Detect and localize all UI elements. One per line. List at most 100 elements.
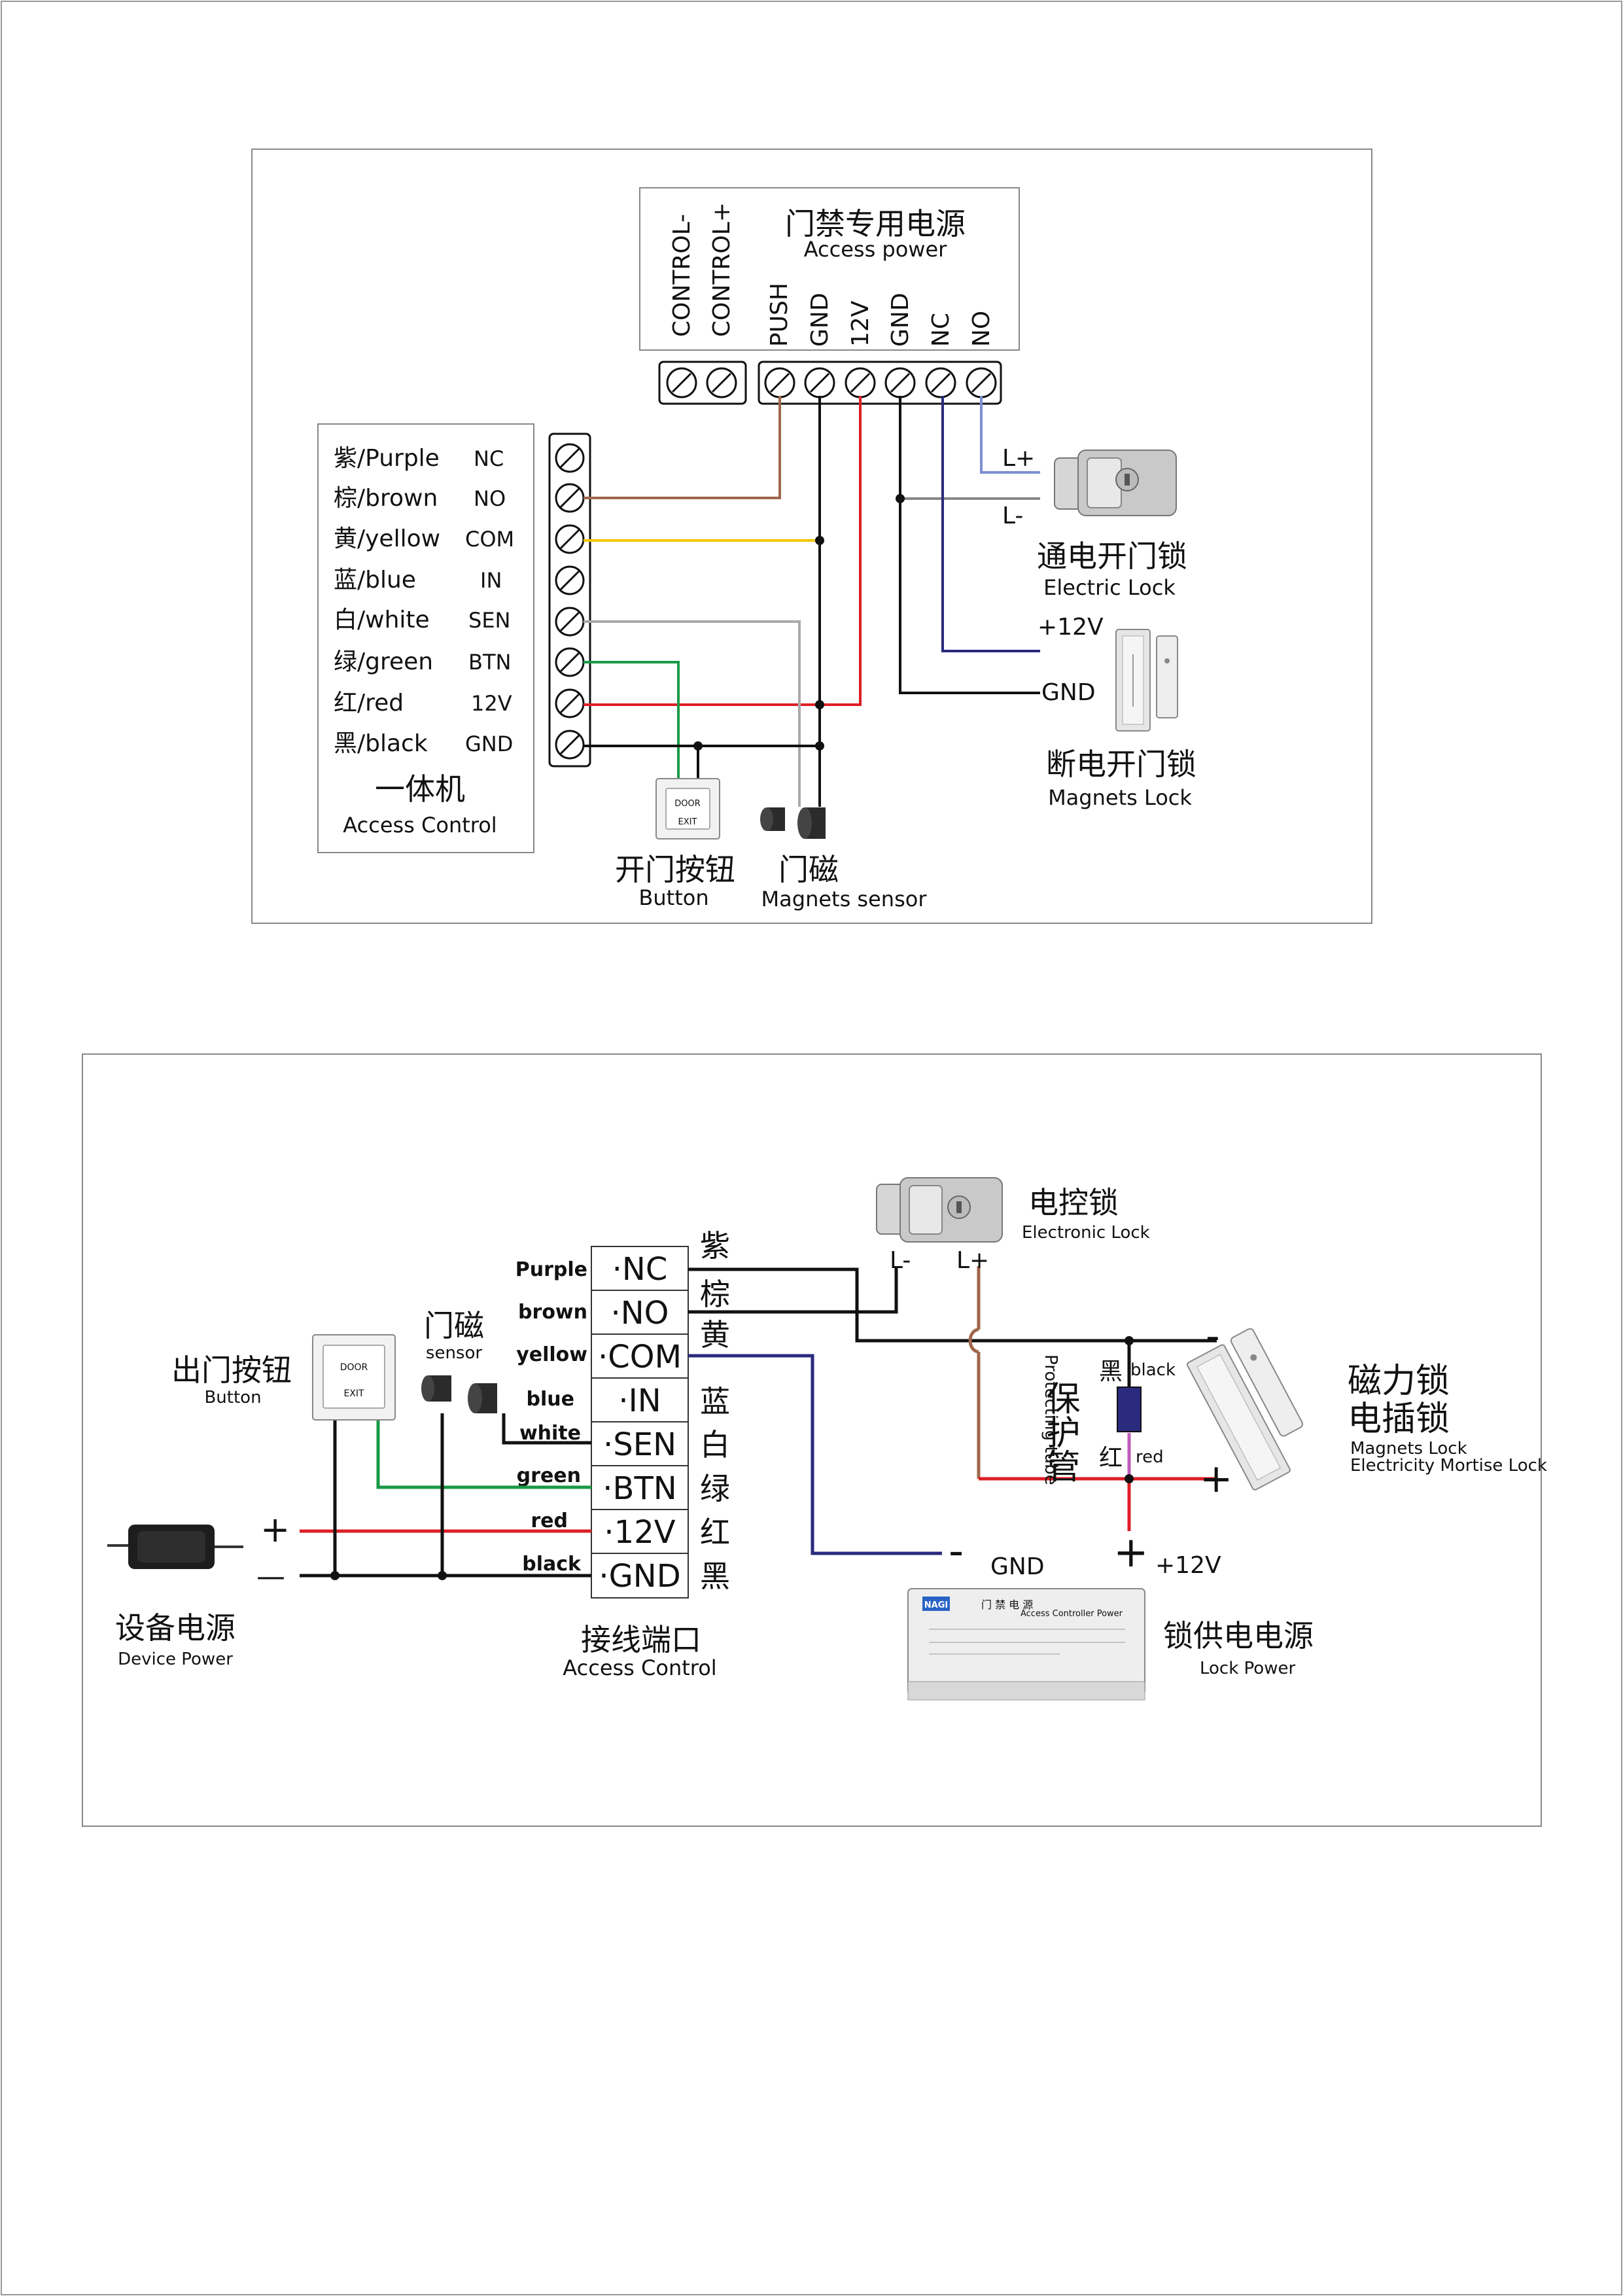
svg-text:EXIT: EXIT bbox=[343, 1388, 364, 1399]
electronic-lock-en: Electronic Lock bbox=[1022, 1223, 1150, 1243]
term-cn-yellow: 黄 bbox=[700, 1317, 730, 1352]
ctrl-pin-sen: SEN bbox=[468, 608, 510, 633]
controller-legend-box bbox=[317, 423, 534, 853]
ctrl-pin-nc: NC bbox=[474, 446, 504, 471]
ctrl-pin-com: COM bbox=[465, 527, 514, 552]
svg-text:DOOR: DOOR bbox=[340, 1362, 368, 1373]
term-wire-purple: Purple bbox=[515, 1258, 587, 1281]
magnet-lock-cn2: 电插锁 bbox=[1348, 1400, 1450, 1439]
exit-button-en: Button bbox=[204, 1388, 261, 1407]
psu-gnd1-label: GND bbox=[807, 292, 833, 347]
term-wire-black: black bbox=[522, 1553, 582, 1576]
device-power-en: Device Power bbox=[118, 1650, 233, 1669]
tube-cn: 保护管 bbox=[1040, 1381, 1079, 1483]
wire-no-lplus bbox=[980, 396, 1040, 474]
ctrl-row-purple: 紫/Purple bbox=[334, 445, 440, 472]
magnet-lock-cn1: 磁力锁 bbox=[1348, 1362, 1450, 1401]
electric-lock-icon bbox=[1054, 450, 1177, 516]
term-gnd: ·GND bbox=[599, 1558, 680, 1595]
device-power-icon bbox=[107, 1525, 243, 1569]
bottom-junctions bbox=[330, 1336, 1134, 1580]
term-12v: ·12V bbox=[604, 1514, 675, 1551]
lock-power-12v: +12V bbox=[1155, 1552, 1221, 1579]
electronic-lock-lminus: L- bbox=[890, 1247, 911, 1274]
wire-no-lminus bbox=[688, 1266, 898, 1314]
term-com: ·COM bbox=[598, 1339, 682, 1375]
tube-red-en: red bbox=[1136, 1447, 1164, 1467]
electronic-lock-lplus: L+ bbox=[956, 1247, 989, 1274]
ctrl-pin-btn: BTN bbox=[468, 650, 511, 675]
lock-power-en: Lock Power bbox=[1200, 1659, 1295, 1678]
electronic-lock-cn: 电控锁 bbox=[1028, 1185, 1119, 1220]
tube-black-cn: 黑 bbox=[1099, 1358, 1123, 1385]
term-wire-green: green bbox=[517, 1464, 581, 1487]
term-sen: ·SEN bbox=[603, 1426, 676, 1463]
terminal-dividers bbox=[591, 1290, 688, 1554]
lock-power-minus: - bbox=[949, 1527, 964, 1576]
electric-lock-lminus: L- bbox=[1002, 503, 1023, 529]
term-wire-yellow: yellow bbox=[516, 1343, 587, 1366]
protecting-tube bbox=[1117, 1386, 1142, 1432]
ctrl-row-blue: 蓝/blue bbox=[334, 567, 416, 593]
term-wire-red: red bbox=[531, 1510, 568, 1532]
svg-text:DOOR: DOOR bbox=[674, 799, 701, 809]
psu-title-en: Access power bbox=[804, 237, 947, 262]
controller-title-en: Access Control bbox=[343, 813, 497, 838]
tube-en: Protecting tube bbox=[1041, 1354, 1060, 1485]
device-power-cn: 设备电源 bbox=[115, 1610, 236, 1646]
term-cn-red: 红 bbox=[700, 1515, 730, 1550]
term-cn-purple: 紫 bbox=[700, 1228, 730, 1263]
tube-red-cn: 红 bbox=[1099, 1445, 1123, 1472]
psu-box bbox=[639, 187, 1020, 351]
electronic-lock-icon bbox=[876, 1177, 1003, 1243]
term-cn-black: 黑 bbox=[700, 1559, 730, 1594]
svg-text:Access Controller Power: Access Controller Power bbox=[1021, 1609, 1123, 1619]
ctrl-row-white: 白/white bbox=[334, 607, 430, 633]
wire-brown-push bbox=[584, 396, 781, 499]
ctrl-pin-in: IN bbox=[480, 568, 502, 593]
term-in: ·IN bbox=[618, 1383, 661, 1419]
ctrl-row-brown: 棕/brown bbox=[334, 485, 438, 512]
svg-text:EXIT: EXIT bbox=[678, 817, 697, 827]
term-no: ·NO bbox=[611, 1295, 669, 1332]
psu-push-label: PUSH bbox=[766, 283, 793, 347]
term-cn-blue: 蓝 bbox=[700, 1384, 730, 1419]
tube-black-en: black bbox=[1130, 1360, 1176, 1380]
lock-power-plus: + bbox=[1113, 1528, 1149, 1577]
wire-red-12v bbox=[584, 396, 862, 706]
button-en: Button bbox=[638, 885, 708, 910]
psu-ctrl-minus-label: CONTROL- bbox=[669, 214, 695, 337]
svg-text:门 禁 电 源: 门 禁 电 源 bbox=[981, 1598, 1033, 1611]
svg-text:NAGI: NAGI bbox=[924, 1600, 948, 1610]
wire-nc-rail bbox=[688, 1267, 1217, 1343]
wire-sen bbox=[502, 1413, 591, 1445]
magnet-lock-icon bbox=[1115, 629, 1178, 732]
sensor-bottom-en: sensor bbox=[426, 1343, 482, 1363]
ctrl-row-black: 黑/black bbox=[334, 730, 428, 757]
ctrl-row-red: 红/red bbox=[334, 690, 404, 716]
wire-lplus-hop bbox=[968, 1328, 979, 1354]
psu-title-cn: 门禁专用电源 bbox=[785, 206, 966, 241]
sensor-bottom-cn: 门磁 bbox=[424, 1308, 484, 1343]
top-frame bbox=[251, 149, 1372, 924]
term-cn-green: 绿 bbox=[700, 1471, 730, 1506]
term-wire-white: white bbox=[519, 1422, 581, 1445]
ctrl-row-green: 绿/green bbox=[334, 648, 433, 675]
term-wire-blue: blue bbox=[527, 1388, 574, 1411]
electric-lock-cn: 通电开门锁 bbox=[1037, 539, 1187, 574]
controller-title-cn: 一体机 bbox=[375, 771, 465, 807]
device-power-plus: + bbox=[260, 1509, 290, 1550]
ctrl-pin-gnd: GND bbox=[465, 732, 513, 756]
top-diagram: 门禁专用电源 Access power CONTROL- CONTROL+ PU… bbox=[251, 149, 1372, 924]
psu-nc-label: NC bbox=[928, 313, 954, 347]
bottom-wires bbox=[300, 1266, 1217, 1578]
lock-power-cn: 锁供电电源 bbox=[1163, 1618, 1314, 1653]
device-power-minus: — bbox=[256, 1560, 285, 1593]
term-btn: ·BTN bbox=[602, 1470, 676, 1507]
button-cn: 开门按钮 bbox=[615, 852, 735, 887]
magnet-lock-en: Magnets Lock bbox=[1048, 785, 1192, 810]
magnet-lock-gnd: GND bbox=[1041, 679, 1096, 706]
ctrl-pin-no: NO bbox=[474, 486, 506, 511]
controller-terminal-strip bbox=[548, 433, 591, 768]
lock-power-gnd: GND bbox=[990, 1553, 1045, 1580]
